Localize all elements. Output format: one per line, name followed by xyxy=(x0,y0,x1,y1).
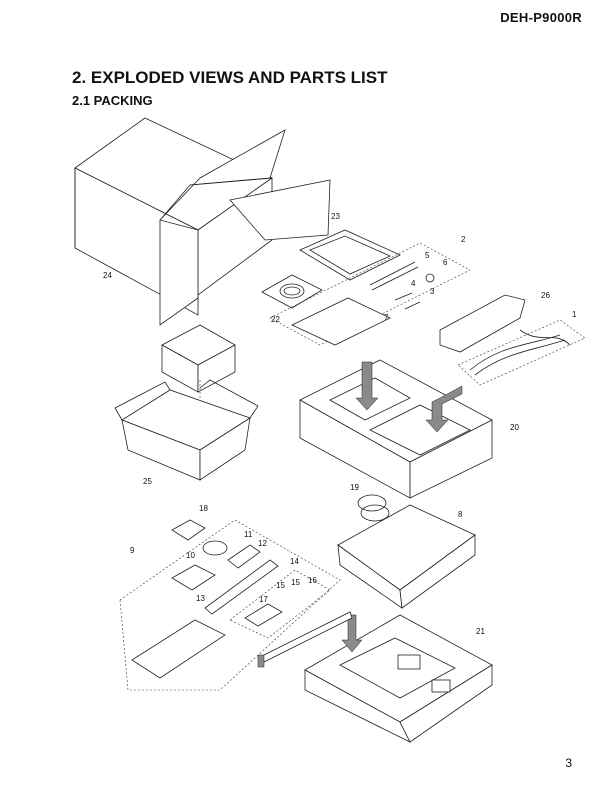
callout-5: 5 xyxy=(425,251,430,260)
callout-19: 19 xyxy=(350,483,359,492)
accessory-kit xyxy=(119,519,341,691)
callout-14: 14 xyxy=(290,557,299,566)
section-title: 2. EXPLODED VIEWS AND PARTS LIST xyxy=(72,68,388,87)
callout-26: 26 xyxy=(541,291,550,300)
callout-12: 12 xyxy=(258,539,267,548)
page-number: 3 xyxy=(565,756,572,770)
model-number: DEH-P9000R xyxy=(500,10,582,25)
callout-23: 23 xyxy=(331,212,340,221)
cord xyxy=(261,274,323,309)
callout-3: 3 xyxy=(430,287,435,296)
tray xyxy=(299,229,401,281)
callout-1: 1 xyxy=(572,310,577,319)
callout-4: 4 xyxy=(411,279,416,288)
callout-20: 20 xyxy=(510,423,519,432)
callout-15a: 15 xyxy=(276,581,285,590)
upper-foam xyxy=(299,359,493,499)
section-subtitle: 2.1 PACKING xyxy=(72,93,153,108)
callout-21: 21 xyxy=(476,627,485,636)
main-unit xyxy=(337,494,476,609)
callout-7: 7 xyxy=(384,313,389,322)
callout-9: 9 xyxy=(130,546,135,555)
callout-13: 13 xyxy=(196,594,205,603)
callout-25: 25 xyxy=(143,477,152,486)
callout-11: 11 xyxy=(244,530,253,539)
callout-10: 10 xyxy=(186,551,195,560)
shipping-box xyxy=(114,324,259,481)
callout-6: 6 xyxy=(443,258,448,267)
lower-foam xyxy=(257,611,493,743)
callout-22: 22 xyxy=(271,315,280,324)
callout-18: 18 xyxy=(199,504,208,513)
callout-15b: 15 xyxy=(291,578,300,587)
callout-2: 2 xyxy=(461,235,466,244)
bag xyxy=(439,294,526,353)
cable-set xyxy=(457,319,586,386)
callout-17: 17 xyxy=(259,595,268,604)
callout-24: 24 xyxy=(103,271,112,280)
callout-16: 16 xyxy=(308,576,317,585)
callout-labels: 1 2 3 4 5 6 7 8 9 10 11 12 13 14 15 15 1… xyxy=(103,212,577,636)
carton-box xyxy=(74,117,331,326)
callout-8: 8 xyxy=(458,510,463,519)
accessory-group xyxy=(269,242,471,346)
